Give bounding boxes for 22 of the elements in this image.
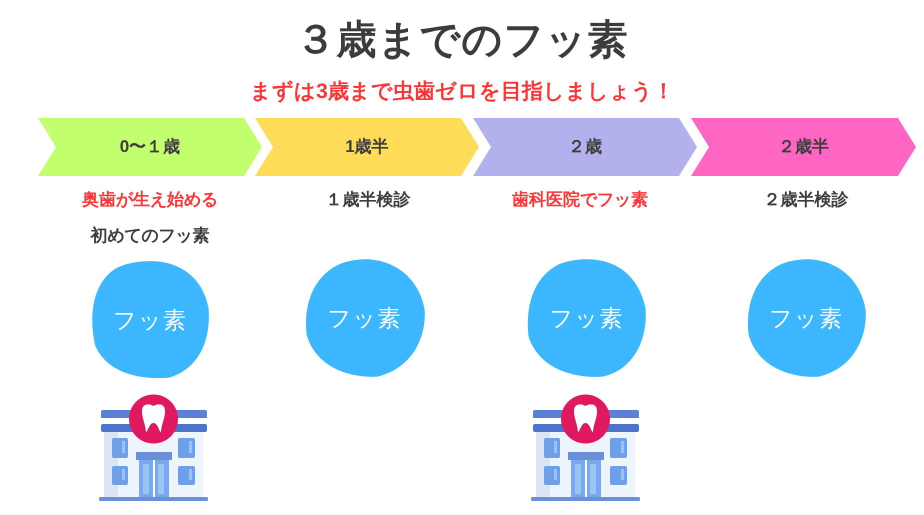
subtitle: まずは3歳まで虫歯ゼロを目指しましょう！ (250, 80, 674, 104)
blob (525, 258, 648, 378)
milestone-note: 歯科医院でフッ素 (512, 189, 648, 211)
blob (303, 258, 426, 378)
chevron-band (691, 118, 916, 176)
period-label: 0〜１歳 (120, 136, 180, 158)
milestone-note: 奥歯が生え始める (82, 189, 218, 211)
title: ３歳までのフッ素 (296, 17, 628, 63)
blob-label: フッ素 (550, 304, 624, 332)
blob (745, 258, 867, 378)
blob-label: フッ素 (328, 304, 402, 332)
period-label: ２歳 (568, 136, 602, 158)
period-label: 1歳半 (345, 136, 389, 158)
chevron-band (473, 118, 697, 176)
blob-label: フッ素 (769, 304, 843, 332)
chevron-band (38, 118, 262, 176)
chevron-band (255, 118, 479, 176)
milestone-note: ２歳半検診 (764, 189, 848, 211)
blob-label: フッ素 (113, 306, 187, 334)
milestone-note: １歳半検診 (326, 189, 410, 211)
milestone-note: 初めてのフッ素 (90, 225, 210, 247)
period-label: ２歳半 (778, 136, 829, 158)
